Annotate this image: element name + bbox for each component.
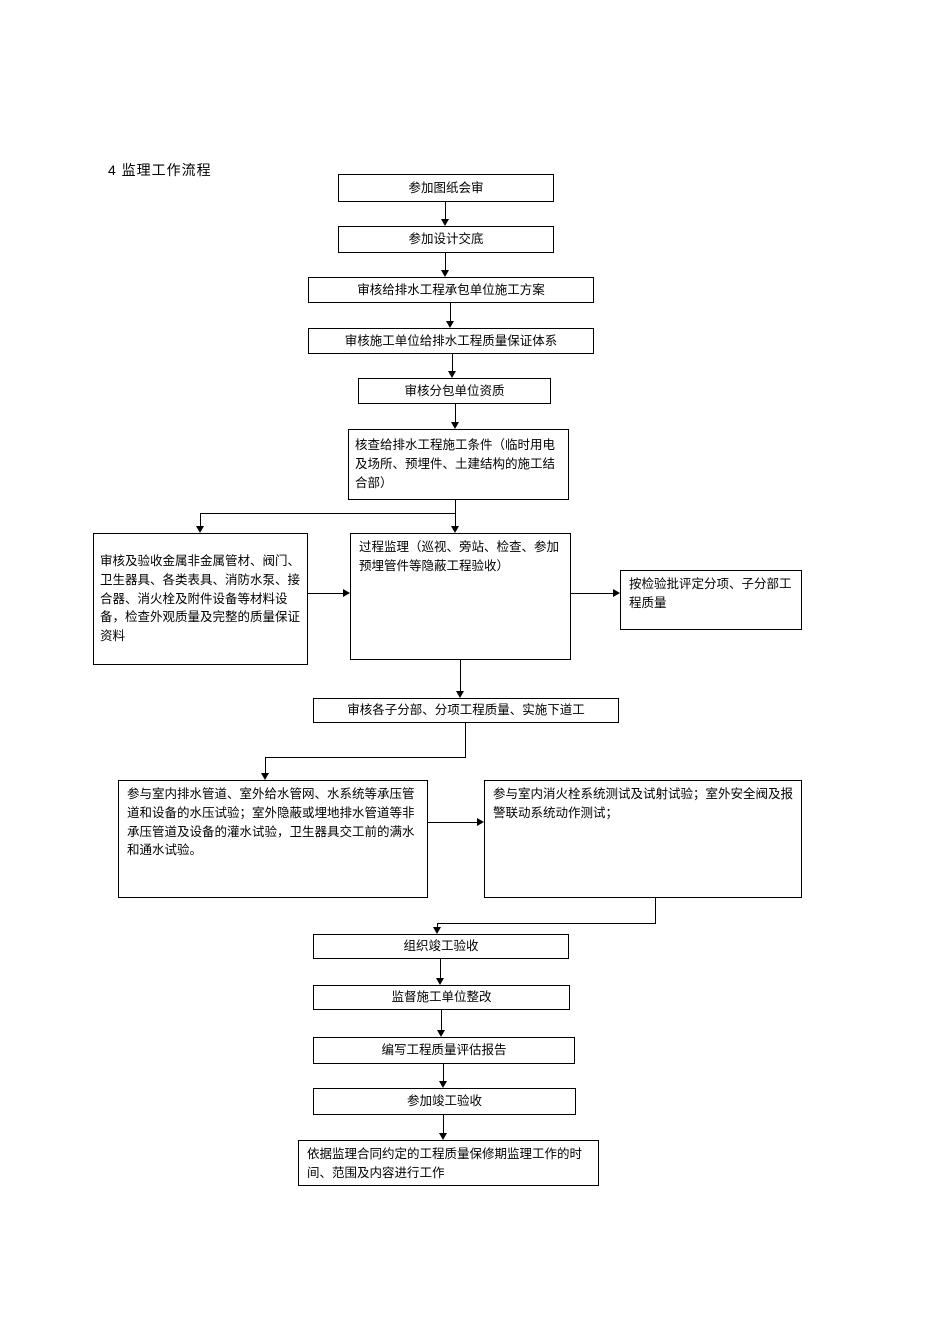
connector-line [200,513,201,526]
connector-line [440,959,441,978]
flow-node-quality-evaluation-report: 编写工程质量评估报告 [313,1037,575,1064]
arrowhead-right-icon [613,589,620,597]
connector-line [265,757,466,758]
arrowhead-down-icon [261,773,269,780]
connector-line [265,757,266,773]
flow-node-review-subsection-quality: 审核各子分部、分项工程质量、实施下道工 [313,698,619,723]
connector-line [428,822,477,823]
arrowhead-down-icon [437,1030,445,1037]
arrowhead-down-icon [441,219,449,226]
arrowhead-down-icon [439,1081,447,1088]
flow-node-review-quality-system: 审核施工单位给排水工程质量保证体系 [308,328,594,354]
page-title: 4 监理工作流程 [108,162,212,178]
connector-line [455,500,456,513]
connector-line [308,593,343,594]
connector-line [443,1115,444,1133]
flow-node-organize-completion-acceptance: 组织竣工验收 [313,934,569,959]
connector-line [437,923,656,924]
arrowhead-down-icon [433,927,441,934]
connector-line [465,723,466,757]
flow-node-design-disclosure: 参加设计交底 [338,226,554,253]
arrowhead-right-icon [477,818,484,826]
connector-line [445,202,446,219]
connector-line [455,513,456,526]
arrowhead-down-icon [439,1133,447,1140]
arrowhead-down-icon [456,691,464,698]
flow-node-pressure-water-tests: 参与室内排水管道、室外给水管网、水系统等承压管道和设备的水压试验；室外隐蔽或埋地… [118,780,428,898]
connector-line [570,593,613,594]
connector-line [443,1064,444,1081]
flow-node-supervise-rectification: 监督施工单位整改 [313,985,570,1010]
flow-node-check-construction-conditions: 核查给排水工程施工条件（临时用电及场所、预埋件、土建结构的施工结合部） [348,429,569,500]
arrowhead-right-icon [343,589,350,597]
connector-line [460,660,461,691]
arrowhead-down-icon [436,978,444,985]
connector-line [445,253,446,270]
connector-line [437,923,438,927]
arrowhead-down-icon [446,321,454,328]
flow-node-process-supervision: 过程监理（巡视、旁站、检查、参加预埋管件等隐蔽工程验收） [350,533,571,660]
arrowhead-down-icon [441,270,449,277]
connector-line [455,404,456,422]
flow-node-drawing-review: 参加图纸会审 [338,174,554,202]
connector-line [441,1010,442,1030]
flow-node-warranty-period-supervision: 依据监理合同约定的工程质量保修期监理工作的时间、范围及内容进行工作 [298,1140,599,1186]
arrowhead-down-icon [451,422,459,429]
connector-line [200,513,456,514]
flow-node-review-subcontractor-qualification: 审核分包单位资质 [358,378,551,404]
flow-node-hydrant-system-tests: 参与室内消火栓系统测试及试射试验；室外安全阀及报警联动系统动作测试； [484,780,802,898]
connector-line [452,354,453,371]
flow-node-review-contractor-plan: 审核给排水工程承包单位施工方案 [308,277,594,303]
flow-node-attend-completion-acceptance: 参加竣工验收 [313,1088,576,1115]
flow-node-inspection-lot-evaluation: 按检验批评定分项、子分部工程质量 [620,570,802,630]
arrowhead-down-icon [448,371,456,378]
arrowhead-down-icon [196,526,204,533]
connector-line [655,898,656,923]
arrowhead-down-icon [451,526,459,533]
flow-node-review-materials-equipment: 审核及验收金属非金属管材、阀门、卫生器具、各类表具、消防水泵、接合器、消火栓及附… [93,533,308,665]
connector-line [450,303,451,321]
